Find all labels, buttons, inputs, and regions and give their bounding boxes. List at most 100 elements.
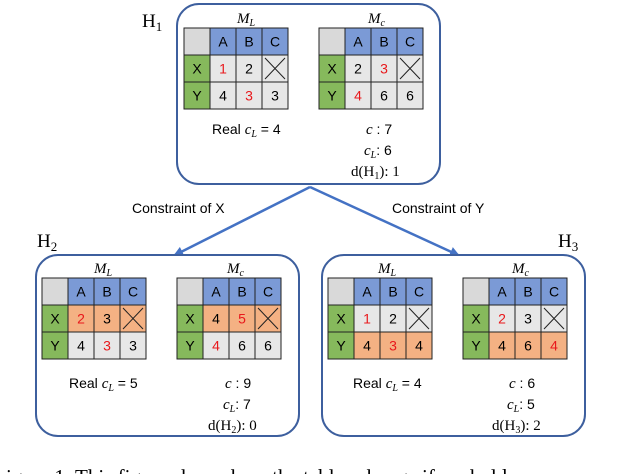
matrix-cell-value: 6 [380, 88, 388, 104]
empty-cell-cross-icon [408, 307, 430, 330]
tree-edges: Constraint of X Constraint of Y [132, 185, 485, 257]
matrix-cell [228, 331, 256, 360]
column-header-label: B [379, 34, 388, 50]
h2-ml-title: ML [93, 261, 113, 279]
matrix-cell-value: 3 [524, 311, 532, 327]
h1-distance: d(H1): 1 [351, 164, 400, 182]
h3-cl-value: cL: 5 [507, 396, 535, 415]
column-header-label: C [549, 284, 559, 300]
matrix-cell-value: 2 [498, 311, 506, 327]
column-header-label: C [414, 284, 424, 300]
column-header-label: C [128, 284, 138, 300]
column-header-label: C [270, 34, 280, 50]
row-header-label: X [471, 311, 481, 327]
matrix-cell-value: 6 [406, 88, 414, 104]
h2-cl-value: cL: 7 [223, 396, 251, 415]
table-corner-cell [183, 27, 211, 56]
column-header-label: A [211, 284, 221, 300]
h1-ml-title: ML [236, 11, 256, 29]
row-header-label: Y [50, 338, 60, 354]
matrix-cell-value: 2 [354, 61, 362, 77]
matrix-cell-value: 1 [219, 61, 227, 77]
matrix-cell-value: 6 [524, 338, 532, 354]
column-header-label: B [237, 284, 246, 300]
table-corner-cell [327, 277, 355, 306]
column-header-cell [67, 277, 95, 306]
matrix-cell [370, 54, 398, 83]
h3-c-value: c : 6 [509, 375, 535, 392]
matrix-cell [379, 331, 407, 360]
matrix-cell-value: 6 [264, 338, 272, 354]
row-header-label: X [185, 311, 195, 327]
h1-c-value: c : 7 [366, 121, 392, 138]
empty-cell-cross-icon [399, 57, 421, 80]
empty-cell-cross-icon [543, 307, 565, 330]
matrix-cell [353, 304, 381, 333]
matrix-cell [379, 304, 407, 333]
column-header-label: C [263, 284, 273, 300]
row-header-label: Y [336, 338, 346, 354]
matrix-cell-value: 2 [389, 311, 397, 327]
matrix-cell [514, 331, 542, 360]
h2-distance: d(H2): 0 [208, 418, 257, 436]
matrix-cell-value: 2 [245, 61, 253, 77]
matrix-cell-value: 1 [363, 311, 371, 327]
table-corner-cell [462, 277, 490, 306]
edge-label-constraint-x: Constraint of X [132, 200, 225, 216]
h1-mc-title: Mc [367, 11, 386, 29]
matrix-cell-value: 4 [550, 338, 558, 354]
matrix-cell [119, 331, 147, 360]
edge-label-constraint-y: Constraint of Y [392, 200, 485, 216]
column-header-label: C [405, 34, 415, 50]
h1-real-cl: Real cL = 4 [212, 121, 281, 140]
matrix-cell [488, 304, 516, 333]
matrix-cell-value: 6 [238, 338, 246, 354]
column-header-cell [514, 277, 542, 306]
table-corner-cell [41, 277, 69, 306]
column-header-label: B [523, 284, 532, 300]
matrix-cell-value: 4 [498, 338, 506, 354]
column-header-cell [344, 27, 372, 56]
matrix-cell-value: 3 [271, 88, 279, 104]
column-header-label: A [218, 34, 228, 50]
matrix-cell-value: 2 [77, 311, 85, 327]
matrix-cell-value: 3 [129, 338, 137, 354]
column-header-label: A [362, 284, 372, 300]
matrix-cell-value: 4 [219, 88, 227, 104]
matrix-cell [540, 331, 568, 360]
matrix-cell [254, 331, 282, 360]
matrix-cell-value: 4 [363, 338, 371, 354]
h3-mc-title: Mc [511, 261, 530, 279]
matrix-cell [370, 81, 398, 110]
row-header-cell [327, 331, 355, 360]
column-header-cell [119, 277, 147, 306]
empty-cell-cross-icon [264, 57, 286, 80]
matrix-cell-value: 4 [212, 311, 220, 327]
matrix-cell-value: 3 [380, 61, 388, 77]
node-h3-label: H3 [558, 231, 578, 254]
row-header-cell [183, 54, 211, 83]
matrix-cell [488, 331, 516, 360]
table-corner-cell [176, 277, 204, 306]
h3-distance: d(H3): 2 [492, 418, 541, 436]
matrix-cell [396, 81, 424, 110]
row-header-cell [183, 81, 211, 110]
column-header-label: A [76, 284, 86, 300]
h3-real-cl: Real cL = 4 [353, 375, 422, 394]
row-header-label: Y [471, 338, 481, 354]
empty-cell-cross-icon [122, 307, 144, 330]
h1-cl-value: cL: 6 [364, 142, 392, 161]
matrix-cell-value: 4 [77, 338, 85, 354]
row-header-label: Y [327, 88, 337, 104]
matrix-cell-value: 3 [103, 311, 111, 327]
row-header-cell [462, 304, 490, 333]
matrix-cell [209, 54, 237, 83]
matrix-cell [93, 331, 121, 360]
column-header-cell [93, 277, 121, 306]
